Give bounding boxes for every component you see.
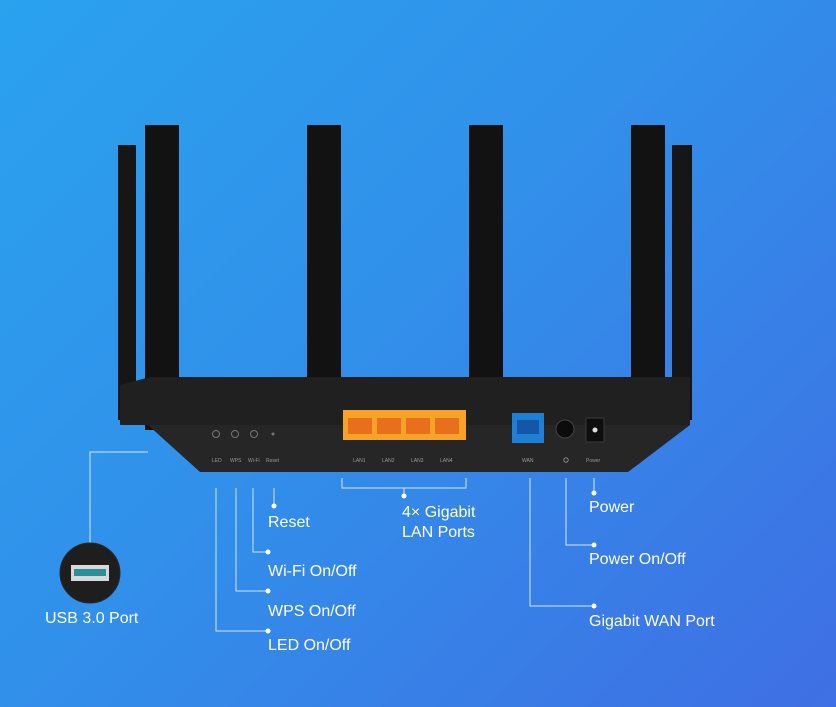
port-label: LED — [212, 458, 222, 464]
callout-wps: WPS On/Off — [268, 603, 356, 620]
power-symbol-icon — [563, 457, 569, 463]
port-label: Wi-Fi — [248, 458, 260, 464]
reset-hole — [271, 432, 275, 436]
callout-usb: USB 3.0 Port — [45, 610, 139, 627]
router-body: LED WPS Wi-Fi Reset LAN1 LAN2 LAN3 LAN4 … — [120, 377, 690, 472]
callout-wan: Gigabit WAN Port — [589, 613, 715, 630]
port-label: LAN1 — [353, 458, 366, 464]
wifi-button — [250, 430, 258, 438]
port-label: Power — [586, 458, 601, 464]
wps-button — [231, 430, 239, 438]
port-label: WAN — [522, 458, 534, 464]
port-label: LAN3 — [411, 458, 424, 464]
callout-reset: Reset — [268, 514, 310, 531]
port-label: LAN2 — [382, 458, 395, 464]
port-label: Reset — [266, 458, 280, 464]
callout-wifi: Wi-Fi On/Off — [268, 563, 357, 580]
callout-power-onoff: Power On/Off — [589, 551, 686, 568]
usb-port-closeup — [59, 542, 121, 604]
power-button — [555, 419, 575, 439]
port-label: LAN4 — [440, 458, 453, 464]
led-button — [212, 430, 220, 438]
callout-lan-line2: LAN Ports — [402, 524, 475, 541]
callout-lan-line1: 4× Gigabit — [402, 504, 476, 521]
callout-lines — [89, 451, 595, 632]
callout-power: Power — [589, 499, 635, 516]
callout-dots — [265, 490, 597, 634]
callout-led: LED On/Off — [268, 637, 351, 654]
port-label: WPS — [230, 458, 242, 464]
